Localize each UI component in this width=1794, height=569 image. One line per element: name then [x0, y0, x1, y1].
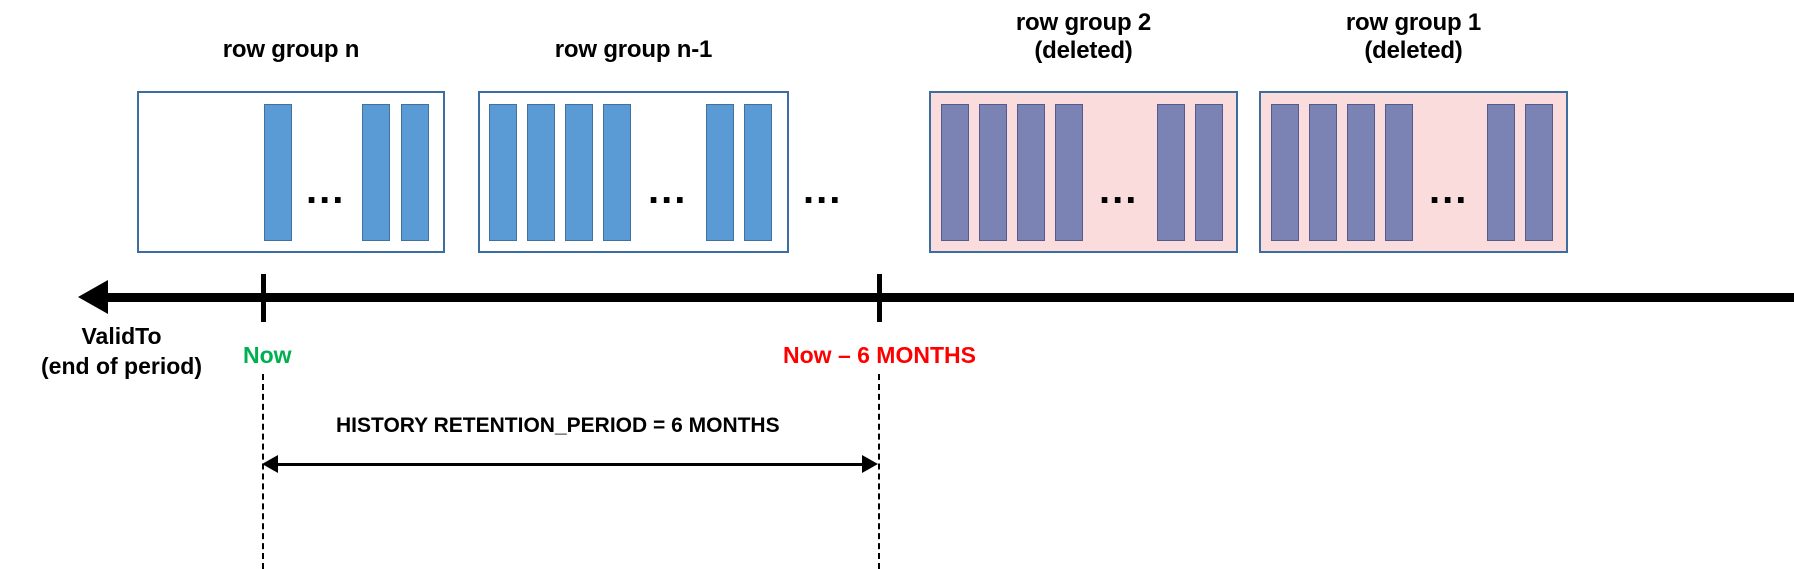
row-group-2-title: row group 2 (deleted)	[1015, 9, 1152, 65]
column-segment-bar	[603, 104, 631, 241]
column-segment-bar	[264, 104, 292, 241]
measure-arrowhead-left-icon	[262, 455, 278, 473]
column-segment-bar	[565, 104, 593, 241]
ellipsis-dots: ...	[1429, 168, 1469, 212]
ellipsis-dots: ...	[648, 168, 688, 212]
timeline-arrowhead-icon	[78, 280, 108, 314]
column-segment-bar	[401, 104, 429, 241]
tick-mark-now	[261, 274, 266, 322]
column-segment-bar-deleted	[941, 104, 969, 241]
tick-label-now: Now	[243, 342, 292, 368]
column-segment-bar-deleted	[1309, 104, 1337, 241]
column-segment-bar-deleted	[1385, 104, 1413, 241]
row-group-2-box	[929, 91, 1238, 253]
row-group-1-title: row group 1 (deleted)	[1345, 9, 1482, 65]
row-group-n-1-box	[478, 91, 789, 253]
ellipsis-dots: ...	[306, 168, 346, 212]
validto-axis-caption: ValidTo (end of period)	[41, 323, 202, 379]
column-segment-bar-deleted	[1347, 104, 1375, 241]
column-segment-bar-deleted	[1055, 104, 1083, 241]
column-segment-bar-deleted	[1271, 104, 1299, 241]
retention-measure-line	[272, 463, 868, 466]
measure-arrowhead-right-icon	[862, 455, 878, 473]
column-segment-bar-deleted	[979, 104, 1007, 241]
column-segment-bar	[362, 104, 390, 241]
column-segment-bar	[706, 104, 734, 241]
guide-line-cutoff	[878, 374, 880, 569]
column-segment-bar-deleted	[1157, 104, 1185, 241]
row-group-1-box	[1259, 91, 1568, 253]
tick-mark-cutoff	[877, 274, 882, 322]
column-segment-bar-deleted	[1195, 104, 1223, 241]
timeline-axis	[108, 293, 1794, 302]
column-segment-bar	[744, 104, 772, 241]
column-segment-bar-deleted	[1525, 104, 1553, 241]
row-group-n-1-title: row group n-1	[554, 36, 713, 63]
row-group-n-title: row group n	[222, 36, 360, 63]
column-segment-bar	[489, 104, 517, 241]
column-segment-bar-deleted	[1017, 104, 1045, 241]
tick-label-cutoff: Now – 6 MONTHS	[783, 342, 976, 368]
retention-period-label: HISTORY RETENTION_PERIOD = 6 MONTHS	[336, 414, 780, 437]
ellipsis-dots-between-groups: ...	[803, 168, 843, 212]
ellipsis-dots: ...	[1099, 168, 1139, 212]
column-segment-bar-deleted	[1487, 104, 1515, 241]
column-segment-bar	[527, 104, 555, 241]
